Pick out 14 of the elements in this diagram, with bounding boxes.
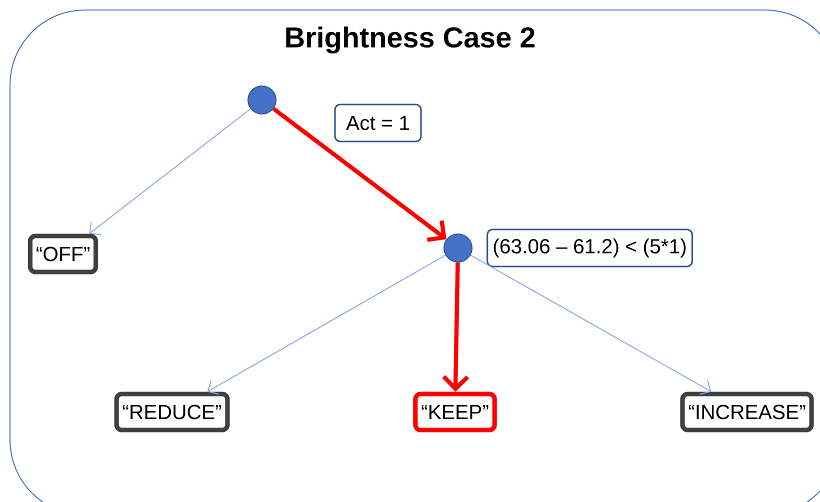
outcome-box: “REDUCE” — [114, 392, 230, 432]
arrow — [89, 108, 251, 236]
arrow — [442, 262, 470, 392]
decision-dot — [247, 85, 277, 115]
decision-dot — [443, 233, 473, 263]
title: Brightness Case 2 — [286, 26, 535, 54]
edge-label: Act = 1 — [346, 116, 410, 130]
outcome-box: “KEEP” — [413, 392, 497, 432]
outcome-box: “OFF” — [28, 234, 98, 274]
arrow — [272, 107, 446, 242]
condition-box: (63.06 – 61.2) < (5*1) — [486, 228, 693, 268]
arrow — [470, 254, 712, 395]
outcome-box: “INCREASE” — [680, 392, 814, 432]
arrow — [207, 254, 446, 395]
